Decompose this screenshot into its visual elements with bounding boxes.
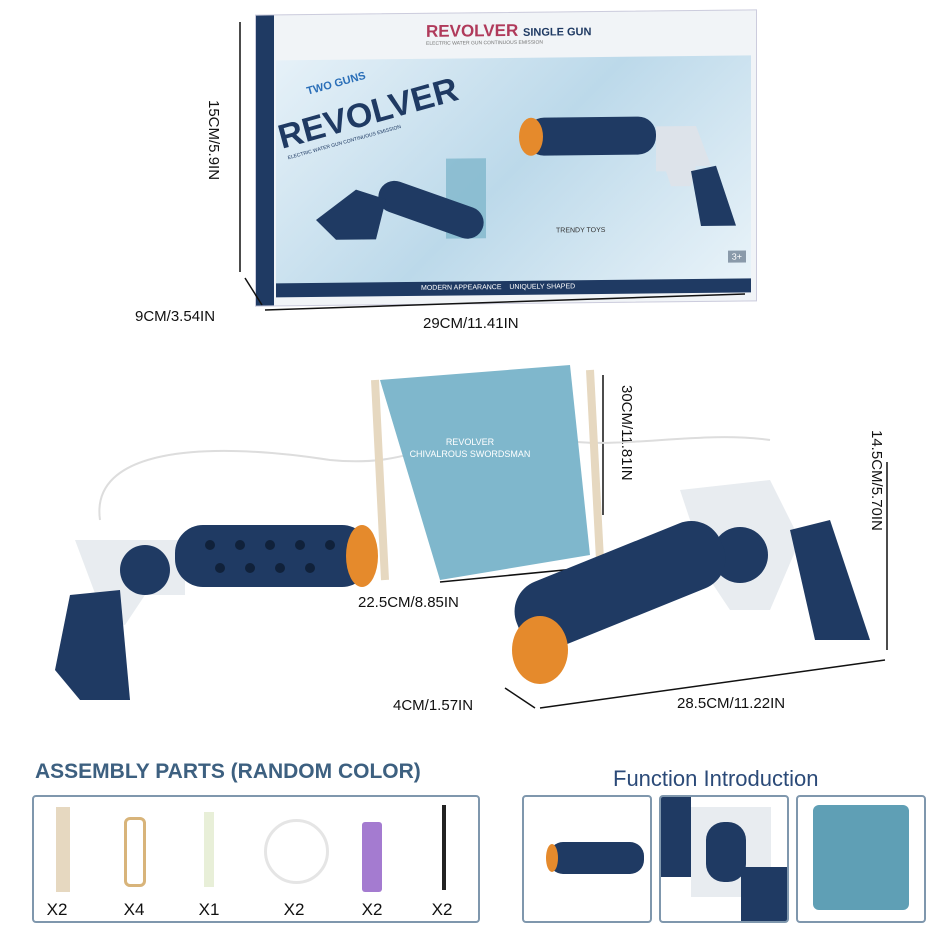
- product-illustration: REVOLVER CHIVALROUS SWORDSMAN: [55, 365, 870, 700]
- strap-image: [56, 807, 70, 892]
- box-height-label: 15CM/5.9IN: [205, 100, 222, 181]
- box-depth-label: 9CM/3.54IN: [135, 308, 216, 325]
- qty-usb-cable: X2: [431, 900, 453, 919]
- right-gun: [512, 480, 870, 684]
- qty-buckle: X4: [123, 900, 145, 919]
- water-bag: [371, 365, 604, 581]
- gun-depth-label: 4CM/1.57IN: [393, 697, 474, 714]
- qty-strap: X2: [46, 900, 68, 919]
- box-guns-illustration: [316, 116, 736, 240]
- assembly-parts-panel: X2 X4 X1 X2 X2 X2: [32, 795, 480, 923]
- svg-text:REVOLVER: REVOLVER: [446, 437, 495, 447]
- bag-width-label: 22.5CM/8.85IN: [358, 594, 459, 611]
- function-image-nozzle: [522, 795, 652, 923]
- qty-battery: X2: [361, 900, 383, 919]
- box-front: TWO GUNS REVOLVER ELECTRIC WATER GUN CON…: [274, 55, 751, 298]
- function-image-water-bag: [796, 795, 926, 923]
- box-width-label: 29CM/11.41IN: [423, 315, 519, 332]
- product-box: REVOLVER SINGLE GUN ELECTRIC WATER GUN C…: [255, 9, 757, 307]
- left-gun: [55, 525, 378, 700]
- buckle-image: [124, 817, 146, 887]
- assembly-title: ASSEMBLY PARTS (RANDOM COLOR): [35, 760, 421, 783]
- qty-tube: X2: [283, 900, 305, 919]
- function-image-revolver: [659, 795, 789, 923]
- function-title: Function Introduction: [613, 766, 819, 791]
- svg-text:CHIVALROUS SWORDSMAN: CHIVALROUS SWORDSMAN: [410, 449, 531, 459]
- tee-connector-image: [204, 812, 214, 887]
- qty-tee: X1: [198, 900, 220, 919]
- gun-length-label: 28.5CM/11.22IN: [677, 695, 786, 712]
- tube-image: [264, 819, 329, 884]
- battery-image: [362, 822, 382, 892]
- usb-cable-image: [442, 805, 446, 890]
